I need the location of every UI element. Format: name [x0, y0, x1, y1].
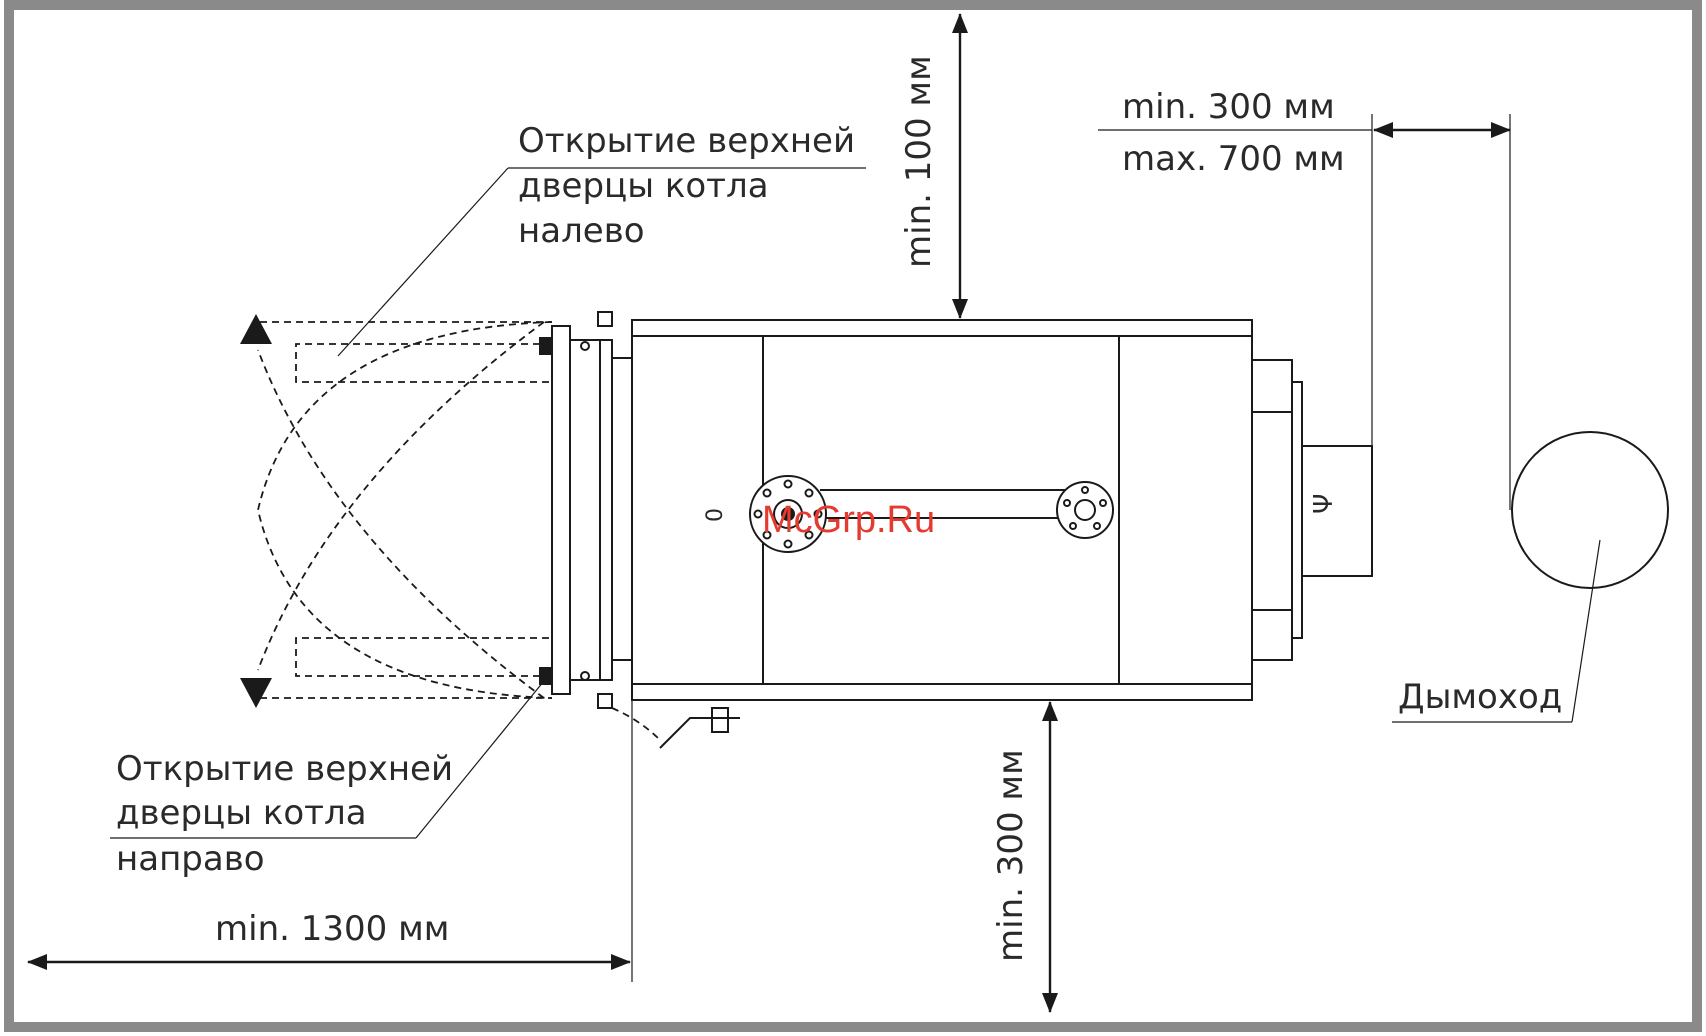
top-clearance-label: min. 100 мм [899, 55, 939, 268]
swing-arrow-down [240, 678, 272, 708]
note-door-left-line-2: дверцы котла [518, 166, 769, 206]
zero-mark: 0 [703, 508, 728, 522]
flue-symbol: Ψ [1309, 494, 1339, 514]
chimney-label: Дымоход [1398, 677, 1562, 717]
chimney-max-label: max. 700 мм [1122, 139, 1345, 179]
small-flange [1057, 482, 1113, 538]
note-door-right-line-3: направо [116, 839, 265, 879]
note-left-leader [338, 168, 508, 356]
swing-arrow-up [240, 314, 272, 344]
chimney-leader [1572, 540, 1600, 722]
watermark: McGrp.Ru [762, 499, 935, 541]
chimney-min-label: min. 300 мм [1122, 87, 1335, 127]
drain-valve [660, 708, 740, 748]
chimney-circle [1512, 432, 1668, 588]
bottom-clearance-label: min. 300 мм [991, 749, 1031, 962]
note-door-right-line-2: дверцы котла [116, 793, 367, 833]
note-door-right-line-1: Открытие верхней [116, 749, 453, 789]
note-door-left-line-1: Открытие верхней [518, 121, 855, 161]
front-clearance-label: min. 1300 мм [215, 909, 449, 949]
note-door-left-line-3: налево [518, 211, 645, 251]
boiler-front-door [540, 312, 632, 708]
